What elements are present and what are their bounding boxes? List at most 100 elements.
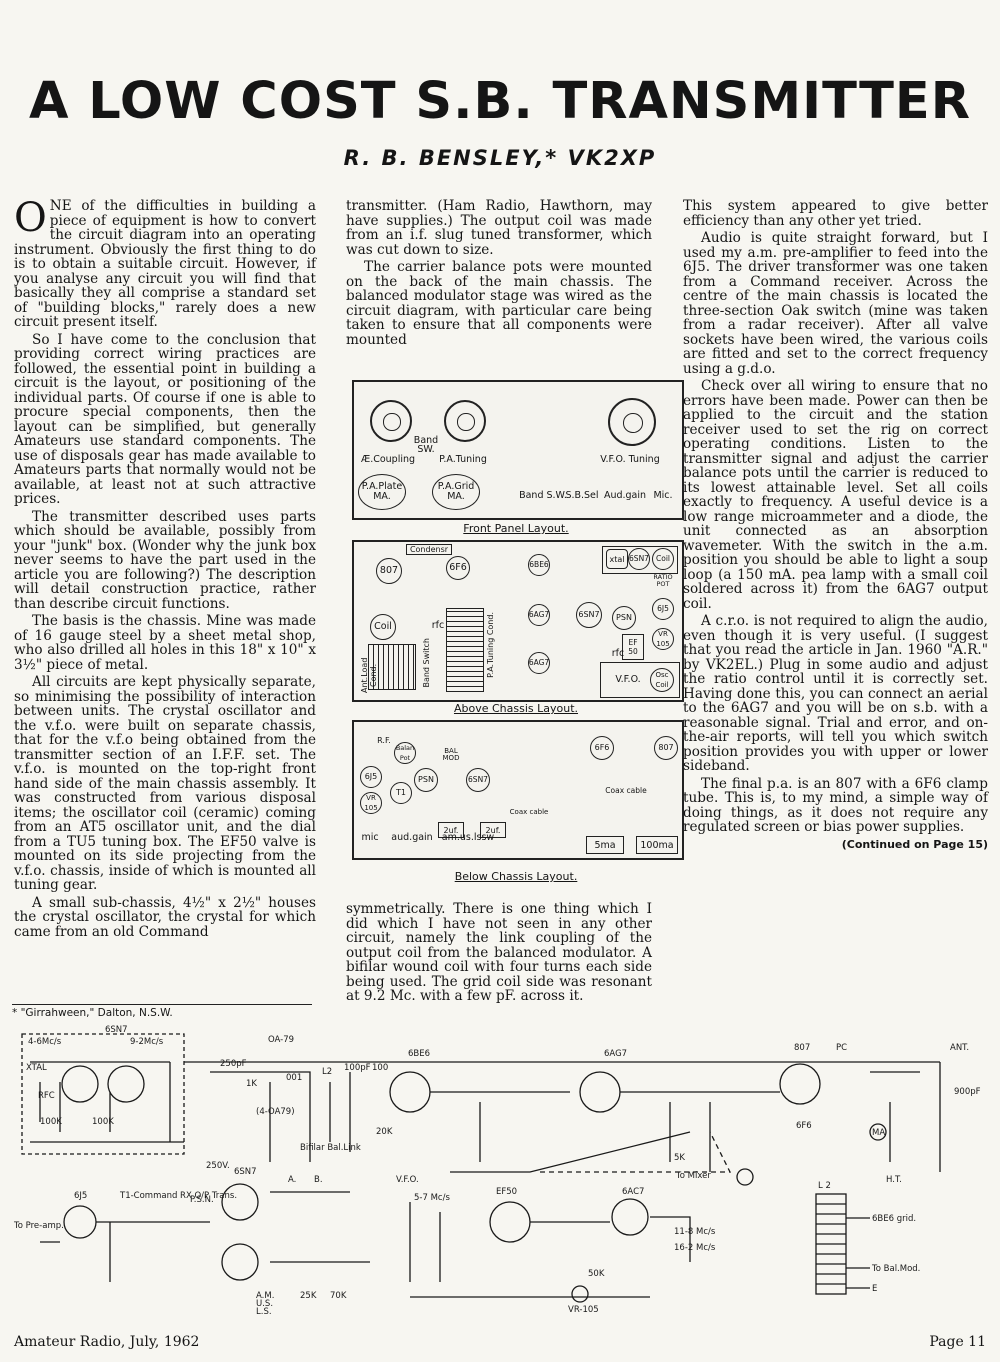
sch-ef50: EF50 bbox=[496, 1187, 517, 1197]
mic-label: mic bbox=[361, 832, 379, 843]
paragraph: All circuits are kept physically separat… bbox=[14, 674, 316, 893]
ae-coupling-label: Æ.Coupling bbox=[360, 454, 416, 465]
sch-vr105: VR-105 bbox=[568, 1305, 599, 1315]
sch-e: E bbox=[872, 1284, 877, 1294]
paragraph: Check over all wiring to ensure that no … bbox=[683, 378, 988, 612]
footnote: * "Girrahween," Dalton, N.S.W. bbox=[12, 1004, 312, 1019]
condenser-box: Condensr bbox=[406, 544, 452, 555]
sch-us: U.S. bbox=[256, 1299, 273, 1309]
paragraph: So I have come to the conclusion that pr… bbox=[14, 331, 316, 507]
sch-oa79: OA-79 bbox=[268, 1035, 294, 1045]
sch-20k: 20K bbox=[376, 1127, 393, 1137]
footer-left: Amateur Radio, July, 1962 bbox=[14, 1334, 200, 1350]
valve-psn: PSN bbox=[612, 606, 636, 630]
balance-pot: Balan Pot bbox=[394, 742, 416, 764]
sch-ma: MA bbox=[872, 1128, 885, 1138]
valve-psn: PSN bbox=[414, 768, 438, 792]
transformer-t1: T1 bbox=[390, 782, 412, 804]
below-chassis-caption: Below Chassis Layout. bbox=[454, 870, 578, 883]
vfo-tuning-knob bbox=[608, 398, 656, 446]
sch-70k: 70K bbox=[330, 1291, 347, 1301]
cap-2uf-a: 2uf. bbox=[438, 822, 464, 838]
ae-coupling-knob bbox=[370, 400, 412, 442]
valve-vr105: VR 105 bbox=[360, 792, 382, 814]
sch-6j5: 6J5 bbox=[74, 1191, 87, 1201]
drop-cap: O bbox=[14, 195, 47, 241]
paragraph: The transmitter described uses parts whi… bbox=[14, 508, 316, 612]
sch-50k: 50K bbox=[588, 1269, 605, 1279]
meter-100ma: 100ma bbox=[636, 836, 678, 854]
valve-6f6: 6F6 bbox=[446, 556, 470, 580]
article-column-2-top: transmitter. (Ham Radio, Hawthorn, may h… bbox=[346, 199, 652, 350]
sch-tobal: To Bal.Mod. bbox=[871, 1264, 920, 1274]
paragraph: A c.r.o. is not required to align the au… bbox=[683, 613, 988, 774]
rf-label: R.F. bbox=[377, 736, 391, 745]
valve-6sn7: 6SN7 bbox=[466, 768, 490, 792]
article-column-2-bottom: symmetrically. There is one thing which … bbox=[346, 902, 652, 1007]
paragraph-text: NE of the difficulties in building a pie… bbox=[14, 198, 316, 330]
sch-807: 807 bbox=[794, 1043, 810, 1053]
ant-load-label: Ant.Load Cond. bbox=[360, 657, 378, 693]
above-chassis-diagram: Condensr 807 6F6 Coil rfc Ant.Load Cond.… bbox=[352, 540, 684, 702]
sch-6sn7: 6SN7 bbox=[105, 1025, 128, 1035]
sch-100: 100 bbox=[372, 1063, 388, 1073]
sch-6sn7b: 6SN7 bbox=[234, 1167, 257, 1177]
sch-rfc: RFC bbox=[38, 1091, 55, 1101]
paragraph: symmetrically. There is one thing which … bbox=[346, 901, 652, 1004]
pa-tuning-cond bbox=[446, 608, 484, 692]
sch-ls: L.S. bbox=[256, 1307, 272, 1317]
ant-load-cond bbox=[368, 644, 416, 690]
circuit-schematic: 6SN7 4-6Mc/s 9-2Mc/s XTAL RFC 100K 100K … bbox=[13, 1025, 981, 1317]
rfc-left-label: rfc bbox=[431, 620, 445, 631]
sch-preamp: To Pre-amp. bbox=[13, 1221, 64, 1231]
sch-100k: 100K bbox=[40, 1117, 62, 1127]
valve-6j5: 6J5 bbox=[360, 766, 382, 788]
valve-6be6: 6BE6 bbox=[528, 554, 550, 576]
band-sw-label: Band SW. bbox=[413, 435, 439, 455]
paragraph: The basis is the chassis. Mine was made … bbox=[14, 613, 316, 673]
ef50-box: EF 50 bbox=[622, 634, 644, 660]
front-panel-caption: Front Panel Layout. bbox=[463, 522, 569, 535]
sch-freq2: 9-2Mc/s bbox=[130, 1037, 164, 1047]
cap-2uf-b: 2uf. bbox=[480, 822, 506, 838]
sch-pc: PC bbox=[836, 1043, 847, 1053]
am-us-lssw-label: am.us.lssw bbox=[441, 832, 495, 843]
aud-gain-label: aud.gain bbox=[391, 832, 433, 843]
sch-psn: P.S.N. bbox=[190, 1195, 214, 1205]
sch-6be6: 6BE6 bbox=[408, 1049, 430, 1059]
sch-100k2: 100K bbox=[92, 1117, 114, 1127]
band-switch-label: Band Switch bbox=[422, 638, 431, 688]
sch-100pf: 100pF bbox=[344, 1063, 371, 1073]
sch-to-mixer: To Mixer bbox=[675, 1171, 711, 1181]
sch-xtal: XTAL bbox=[26, 1063, 47, 1073]
sch-vfo: V.F.O. bbox=[396, 1175, 419, 1185]
valve-6sn7: 6SN7 bbox=[576, 602, 602, 628]
sch-oa79b: (4-OA79) bbox=[256, 1107, 295, 1117]
vfo-tuning-label: V.F.O. Tuning bbox=[600, 454, 660, 465]
sch-l2: L2 bbox=[322, 1067, 332, 1077]
bal-mod-label: BAL MOD bbox=[442, 747, 460, 762]
pa-tuning-cond-label: P.A.Tuning Cond. bbox=[486, 612, 495, 678]
pa-tuning-knob bbox=[444, 400, 486, 442]
sch-6ac7: 6AC7 bbox=[622, 1187, 644, 1197]
valve-6ag7-a: 6AG7 bbox=[528, 604, 550, 626]
sch-25k: 25K bbox=[300, 1291, 317, 1301]
meter-5ma: 5ma bbox=[586, 836, 624, 854]
sch-6ag7: 6AG7 bbox=[604, 1049, 627, 1059]
aud-gain-label: Aud.gain bbox=[603, 490, 647, 501]
front-panel-diagram: Æ.Coupling Band SW. P.A.Tuning V.F.O. Tu… bbox=[352, 380, 684, 520]
paragraph: Audio is quite straight forward, but I u… bbox=[683, 230, 988, 377]
pa-grid-meter: P.A.Grid MA. bbox=[432, 474, 480, 510]
valve-807: 807 bbox=[654, 736, 678, 760]
above-chassis-caption: Above Chassis Layout. bbox=[453, 702, 579, 715]
sch-l2b: L 2 bbox=[818, 1181, 831, 1191]
footer-right: Page 11 bbox=[929, 1334, 986, 1350]
sch-a: A. bbox=[288, 1175, 296, 1185]
valve-6ag7-b: 6AG7 bbox=[528, 652, 550, 674]
article-column-3: This system appeared to give better effi… bbox=[683, 199, 988, 852]
coax-label-1: Coax cable bbox=[509, 808, 549, 816]
sch-001: 001 bbox=[286, 1073, 302, 1083]
paragraph: The final p.a. is an 807 with a 6F6 clam… bbox=[683, 775, 988, 835]
coax-label-2: Coax cable bbox=[605, 786, 647, 795]
